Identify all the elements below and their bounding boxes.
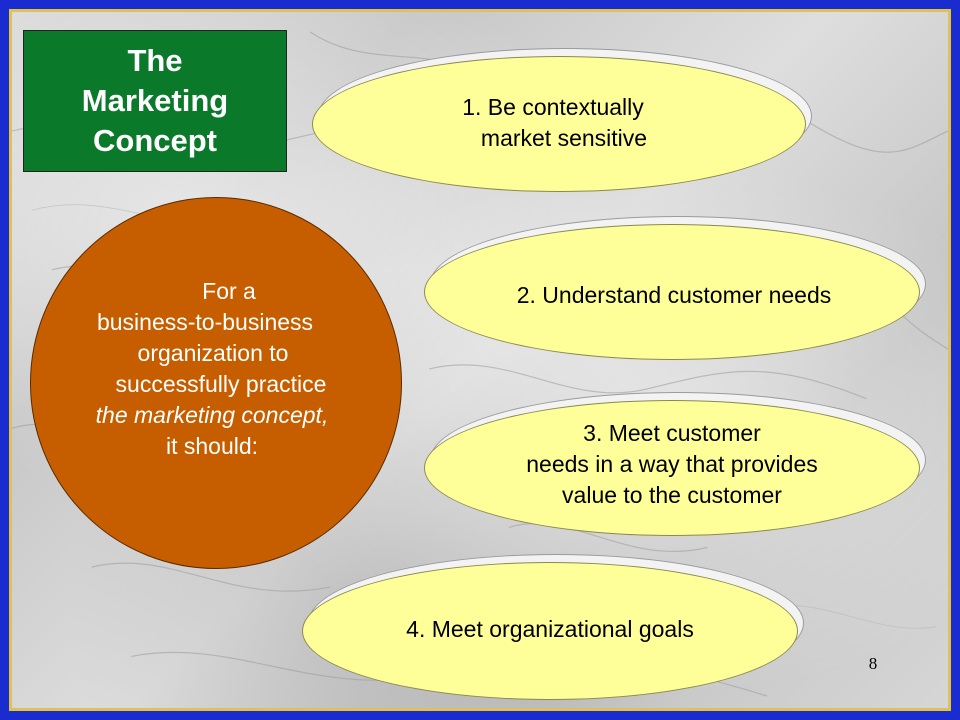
intro-line-1: For a: [202, 278, 256, 304]
point-3-line-1: 3. Meet customer: [583, 420, 761, 446]
intro-line-2: business-to-business: [96, 309, 314, 335]
point-2-text: 2. Understand customer needs: [424, 280, 920, 311]
point-1-line-1: 1. Be contextually: [462, 94, 644, 120]
intro-text: For a business-to-business organization …: [10, 276, 430, 462]
point-1-ellipse: [312, 56, 806, 192]
intro-line-4: successfully practice: [115, 371, 327, 397]
title-line-2: Marketing: [81, 83, 229, 118]
intro-line-6: it should:: [165, 433, 259, 459]
point-2-line-1: 2. Understand customer needs: [516, 282, 832, 308]
point-3-text: 3. Meet customer needs in a way that pro…: [424, 418, 920, 511]
point-4-ellipse: [302, 562, 798, 700]
intro-line-3: organization to: [137, 340, 289, 366]
intro-line-5: the marketing concept,: [95, 402, 329, 428]
point-3-line-2: needs in a way that provides: [526, 451, 818, 477]
title-box: The Marketing Concept: [23, 30, 287, 172]
title-line-1: The: [127, 43, 183, 78]
point-3-ellipse: [424, 400, 920, 536]
point-4-line-1: 4. Meet organizational goals: [406, 616, 694, 642]
point-1-line-2: market sensitive: [480, 125, 648, 151]
title-line-3: Concept: [93, 123, 217, 158]
point-3-line-3: value to the customer: [562, 482, 782, 508]
intro-circle: [30, 197, 402, 569]
point-1-text: 1. Be contextually market sensitive: [312, 92, 806, 154]
point-2-ellipse: [424, 224, 920, 360]
point-4-text: 4. Meet organizational goals: [302, 614, 798, 645]
page-number: 8: [868, 654, 878, 673]
